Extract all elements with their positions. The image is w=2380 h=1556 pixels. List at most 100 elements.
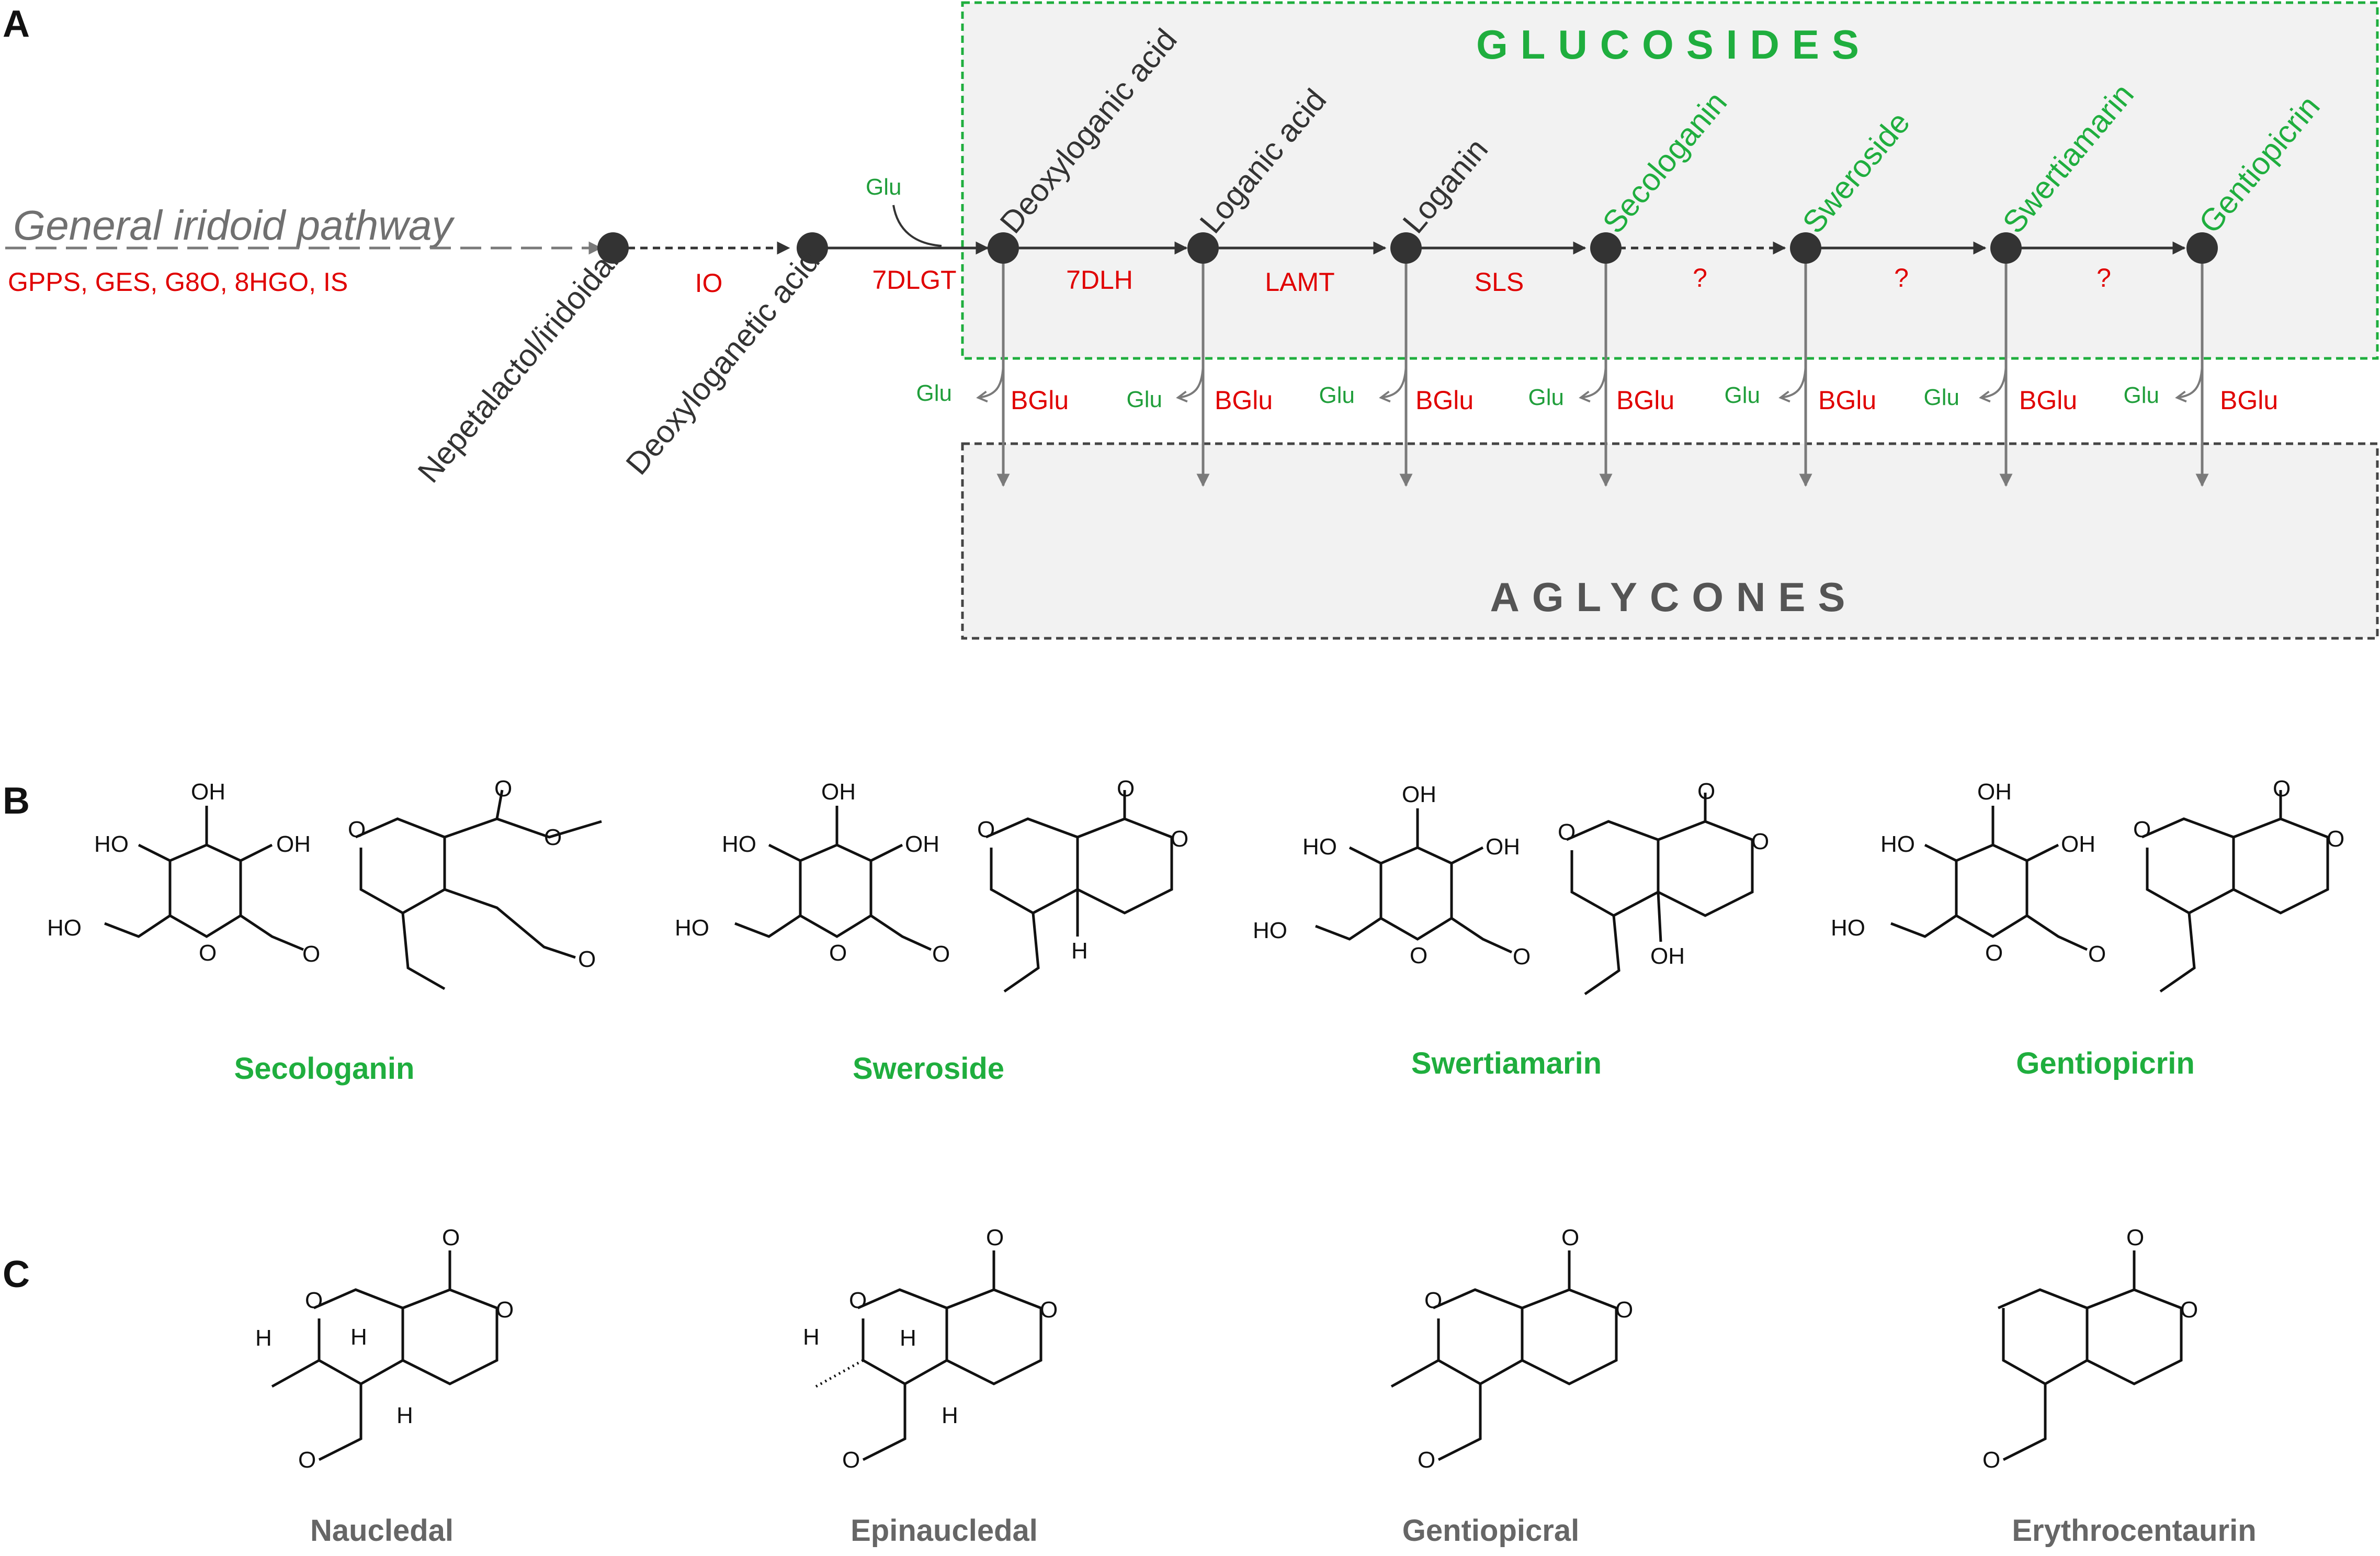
- glu-release-label: Glu: [1725, 382, 1760, 408]
- atom-label: OH: [905, 831, 939, 857]
- bglu-label: BGlu: [1415, 386, 1474, 415]
- atom-label: O: [986, 1225, 1004, 1250]
- atom-label: H: [900, 1325, 916, 1351]
- node-loganic-acid: [1187, 232, 1219, 264]
- atom-label: O: [1558, 819, 1576, 845]
- atom-label: O: [302, 941, 320, 967]
- glu-release-arrow: [1579, 360, 1607, 403]
- atom-label: HO: [1253, 918, 1287, 943]
- hydrolysis-secologanin: Glu BGlu: [1528, 248, 1674, 487]
- structure-sweroside: HO OH OH HO O O O O O H: [675, 776, 1188, 993]
- hydrolysis-loganin: Glu BGlu: [1319, 248, 1474, 487]
- atom-label: O: [578, 946, 596, 972]
- atom-label: O: [1040, 1297, 1058, 1323]
- atom-label: H: [255, 1325, 272, 1351]
- node-secologanin: [1590, 232, 1622, 264]
- atom-label: OH: [2061, 831, 2095, 857]
- atom-label: O: [199, 940, 217, 966]
- atom-label: O: [842, 1447, 860, 1473]
- atom-label: O: [1513, 944, 1531, 969]
- atom-label: H: [396, 1403, 413, 1428]
- structure-naucledal: O O O O H H H: [255, 1225, 514, 1473]
- atom-label: O: [1117, 776, 1135, 802]
- hydrolysis-swertiamarin: Glu BGlu: [1924, 248, 2077, 487]
- atom-label: O: [1410, 943, 1427, 968]
- panel-letter-c: C: [3, 1254, 30, 1295]
- bglu-label: BGlu: [1011, 386, 1069, 415]
- glu-release-arrow: [1979, 360, 2007, 403]
- structure-swertiamarin: HO OH OH HO O O O O O OH: [1253, 779, 1769, 996]
- glu-entry-label: Glu: [866, 174, 901, 200]
- atom-label: O: [2327, 826, 2344, 852]
- atom-label: O: [305, 1288, 323, 1313]
- panel-letter-b: B: [3, 780, 30, 822]
- step-label-unknown-1: ?: [1693, 263, 1707, 292]
- structure-name-gentiopicrin: Gentiopicrin: [2016, 1046, 2195, 1080]
- atom-label: O: [829, 940, 847, 966]
- structure-erythrocentaurin: O O O: [1982, 1225, 2198, 1473]
- structure-name-erythrocentaurin: Erythrocentaurin: [2012, 1514, 2256, 1548]
- atom-label: O: [1561, 1225, 1579, 1250]
- atom-label: HO: [675, 915, 709, 941]
- atom-label: O: [2126, 1225, 2144, 1250]
- atom-label: O: [544, 825, 562, 850]
- compound-label-nepetalactol: Nepetalactol/iridoidal: [411, 243, 625, 489]
- structure-secologanin: HO OH OH HO O O O O O O: [47, 776, 602, 990]
- general-enzymes-label: GPPS, GES, G8O, 8HGO, IS: [8, 267, 348, 297]
- node-sweroside: [1790, 232, 1821, 264]
- structure-gentiopicrin: HO OH OH HO O O O O O: [1831, 776, 2344, 993]
- glu-release-label: Glu: [916, 380, 952, 406]
- atom-label: O: [932, 941, 950, 967]
- aglycones-label: AGLYCONES: [1490, 574, 1858, 620]
- atom-label: O: [348, 817, 366, 842]
- glu-release-label: Glu: [2124, 382, 2159, 408]
- atom-label: O: [849, 1288, 867, 1313]
- general-pathway-label: General iridoid pathway: [13, 202, 455, 249]
- atom-label: HO: [1880, 831, 1915, 857]
- bglu-label: BGlu: [1616, 386, 1674, 415]
- atom-label: OH: [1977, 779, 2012, 805]
- glucosides-box: [961, 1, 2379, 360]
- hydrolysis-gentiopicrin: Glu BGlu: [2124, 248, 2278, 487]
- step-label-7dlh: 7DLH: [1066, 265, 1133, 295]
- atom-label: OH: [1402, 782, 1436, 807]
- node-loganin: [1390, 232, 1422, 264]
- node-swertiamarin: [1990, 232, 2022, 264]
- atom-label: O: [1615, 1297, 1633, 1323]
- compound-label-deoxyloganetic-acid: Deoxyloganetic acid: [619, 243, 826, 481]
- hydrolysis-arrows: Glu BGlu Glu BGlu Glu BGlu Glu BGlu Glu …: [916, 248, 2278, 487]
- atom-label: HO: [1302, 834, 1337, 860]
- bglu-label: BGlu: [1818, 386, 1876, 415]
- glu-release-label: Glu: [1127, 387, 1162, 412]
- step-label-lamt: LAMT: [1265, 267, 1334, 297]
- structure-name-epinaucledal: Epinaucledal: [851, 1514, 1038, 1548]
- step-label-7dlgt: 7DLGT: [872, 265, 956, 295]
- atom-label: O: [1985, 940, 2003, 966]
- atom-label: O: [496, 1297, 514, 1323]
- atom-label: O: [1751, 829, 1769, 854]
- atom-label: OH: [821, 779, 856, 805]
- atom-label: O: [2180, 1297, 2198, 1323]
- hydrolysis-loganic-acid: Glu BGlu: [1127, 248, 1273, 487]
- bglu-label: BGlu: [2220, 386, 2278, 415]
- atom-label: OH: [1486, 834, 1520, 860]
- glu-release-arrow: [1778, 360, 1807, 403]
- glu-release-arrow: [1379, 360, 1407, 403]
- atom-label: H: [1071, 938, 1088, 964]
- structure-name-swertiamarin: Swertiamarin: [1411, 1046, 1602, 1080]
- structure-name-gentiopicral: Gentiopicral: [1402, 1514, 1579, 1548]
- step-label-io: IO: [695, 268, 723, 298]
- node-gentiopicrin: [2186, 232, 2218, 264]
- atom-label: O: [298, 1447, 316, 1473]
- hydrolysis-sweroside: Glu BGlu: [1725, 248, 1876, 487]
- atom-label: OH: [276, 831, 311, 857]
- atom-label: O: [1171, 826, 1188, 852]
- atom-label: O: [2133, 817, 2151, 842]
- structure-name-naucledal: Naucledal: [310, 1514, 454, 1548]
- bglu-label: BGlu: [2019, 386, 2077, 415]
- glu-release-label: Glu: [1319, 382, 1355, 408]
- node-deoxyloganic-acid: [988, 232, 1019, 264]
- node-nepetalactol: [597, 232, 629, 264]
- glu-release-arrow: [976, 360, 1004, 403]
- structure-name-sweroside: Sweroside: [853, 1052, 1004, 1086]
